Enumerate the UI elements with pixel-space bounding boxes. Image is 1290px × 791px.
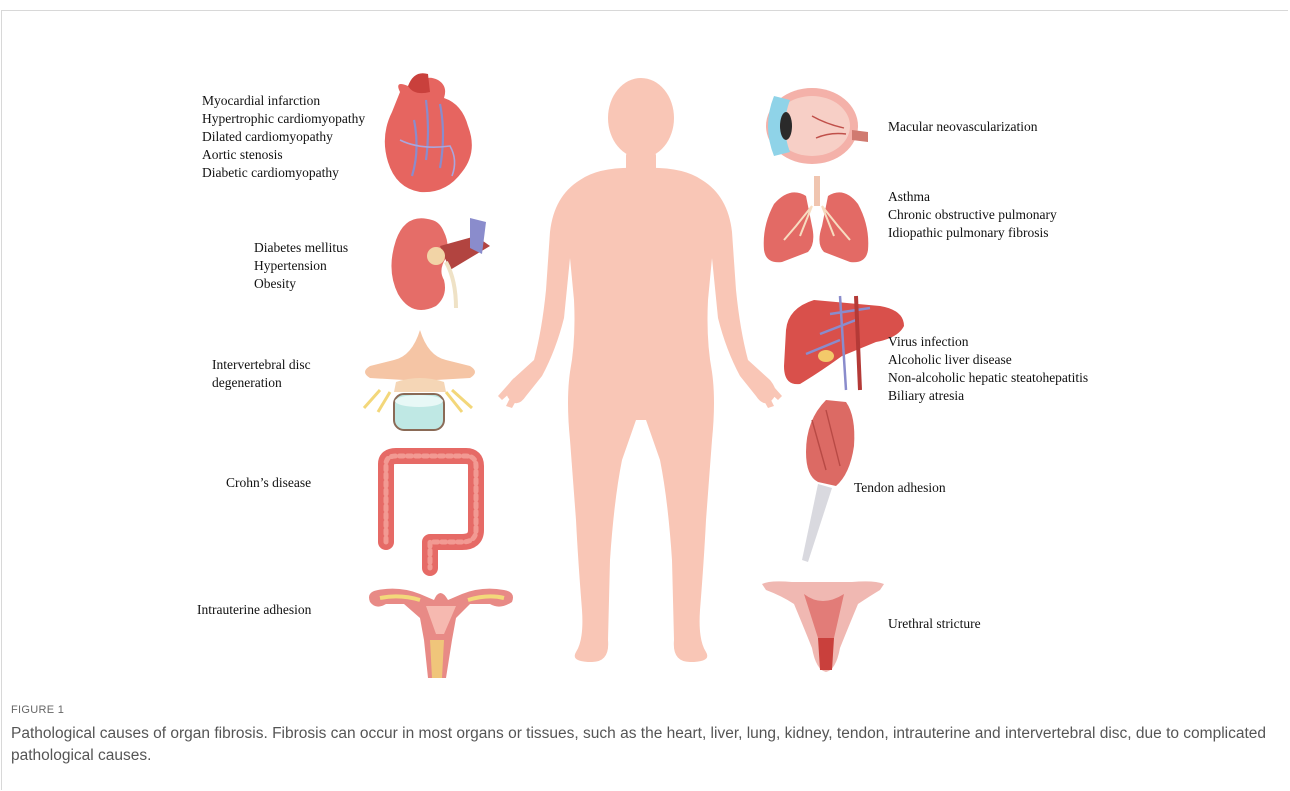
liver-cause-2: Alcoholic liver disease — [888, 351, 1088, 369]
figure-caption-text: Pathological causes of organ fibrosis. F… — [11, 723, 1276, 767]
disc-cause-line-1: Intervertebral disc — [212, 356, 311, 374]
urethra-causes: Urethral stricture — [888, 615, 981, 633]
tendon-cause-1: Tendon adhesion — [854, 479, 946, 497]
urethra-cause-1: Urethral stricture — [888, 615, 981, 633]
lung-causes: Asthma Chronic obstructive pulmonary Idi… — [888, 188, 1057, 242]
kidney-cause-3: Obesity — [254, 275, 348, 293]
liver-cause-4: Biliary atresia — [888, 387, 1088, 405]
liver-causes: Virus infection Alcoholic liver disease … — [888, 333, 1088, 405]
liver-cause-1: Virus infection — [888, 333, 1088, 351]
figure-caption-title: FIGURE 1 — [11, 704, 64, 716]
heart-cause-2: Hypertrophic cardiomyopathy — [202, 110, 365, 128]
lung-cause-1: Asthma — [888, 188, 1057, 206]
colon-cause-1: Crohn’s disease — [226, 474, 311, 492]
uterus-causes: Intrauterine adhesion — [197, 601, 311, 619]
heart-cause-3: Dilated cardiomyopathy — [202, 128, 365, 146]
disc-cause-line-2: degeneration — [212, 374, 311, 392]
liver-cause-3: Non-alcoholic hepatic steatohepatitis — [888, 369, 1088, 387]
lung-cause-2: Chronic obstructive pulmonary — [888, 206, 1057, 224]
kidney-cause-1: Diabetes mellitus — [254, 239, 348, 257]
colon-causes: Crohn’s disease — [226, 474, 311, 492]
uterus-cause-1: Intrauterine adhesion — [197, 601, 311, 619]
heart-cause-4: Aortic stenosis — [202, 146, 365, 164]
disc-causes: Intervertebral disc degeneration — [212, 356, 311, 392]
heart-cause-5: Diabetic cardiomyopathy — [202, 164, 365, 182]
organ-fibrosis-figure: Myocardial infarction Hypertrophic cardi… — [0, 0, 1290, 700]
lung-cause-3: Idiopathic pulmonary fibrosis — [888, 224, 1057, 242]
kidney-causes: Diabetes mellitus Hypertension Obesity — [254, 239, 348, 293]
kidney-cause-2: Hypertension — [254, 257, 348, 275]
eye-causes: Macular neovascularization — [888, 118, 1038, 136]
heart-cause-1: Myocardial infarction — [202, 92, 365, 110]
eye-cause-1: Macular neovascularization — [888, 118, 1038, 136]
tendon-causes: Tendon adhesion — [854, 479, 946, 497]
heart-causes: Myocardial infarction Hypertrophic cardi… — [202, 92, 365, 182]
